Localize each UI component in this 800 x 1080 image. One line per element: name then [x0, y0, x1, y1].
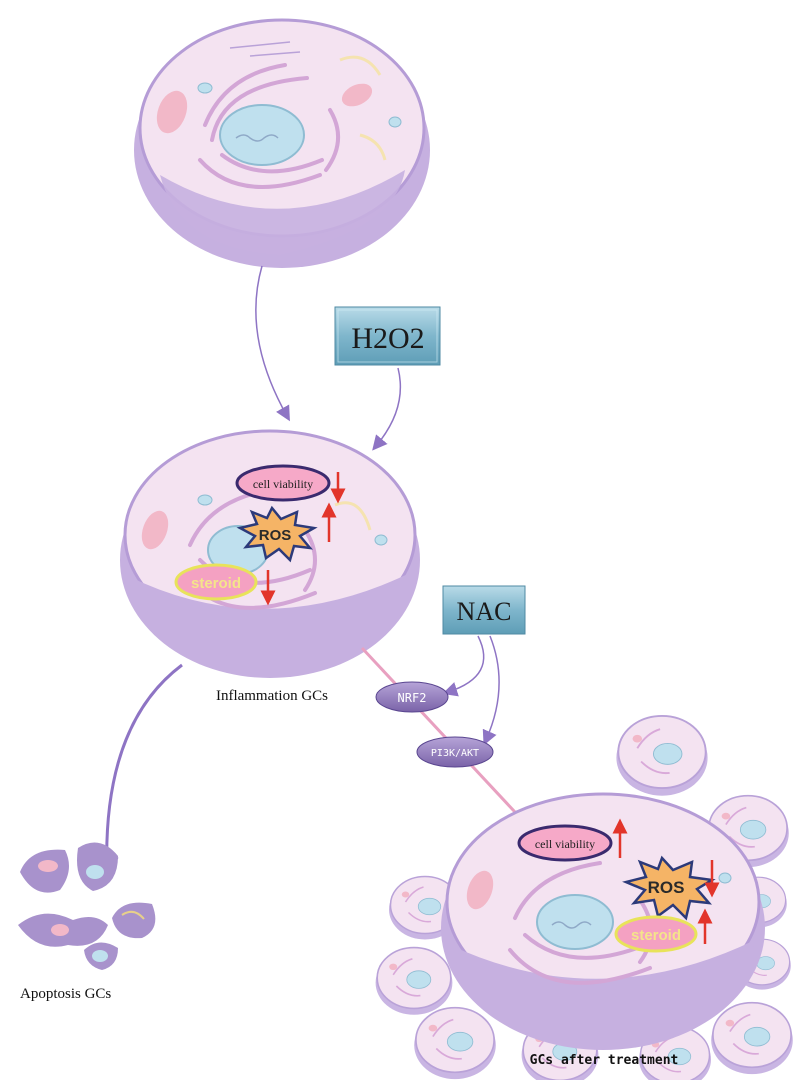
stimulus-box: H2O2	[334, 306, 441, 366]
treated-viability-label: cell viability	[535, 837, 595, 851]
inflamed-ros-label: ROS	[259, 527, 292, 544]
pathway-pill-pi3k-akt: PI3K/AKT	[416, 736, 494, 768]
flow-arrow-inflamed-to-apoptosis	[94, 663, 183, 882]
treatment-arrow-pi3k	[482, 635, 500, 746]
pathway-pill-nrf2: NRF2	[375, 681, 449, 713]
apoptosis-fragments	[18, 842, 156, 970]
treated-viability-marker: cell viability	[517, 824, 613, 862]
inflamed-steroid-label: steroid	[191, 575, 241, 592]
apoptosis-label: Apoptosis GCs	[20, 986, 111, 1002]
treated-steroid-label: steroid	[631, 927, 681, 944]
treated-ros-label: ROS	[648, 878, 685, 897]
inflamed-viability-label: cell viability	[253, 477, 313, 491]
treated-steroid-marker: steroid	[614, 915, 698, 953]
treatment-label: NAC	[457, 597, 512, 626]
healthy-cell	[134, 18, 430, 268]
stimulus-label: H2O2	[351, 322, 424, 355]
inflamed-viability-marker: cell viability	[235, 464, 331, 502]
pathway-label-pi3k-akt: PI3K/AKT	[431, 748, 479, 759]
flow-arrow-healthy-to-inflamed	[255, 265, 290, 422]
pathway-label-nrf2: NRF2	[398, 691, 427, 705]
inflamed-ros-marker: ROS	[236, 505, 318, 563]
inflamed-cell-label: Inflammation GCs	[216, 688, 328, 704]
treatment-arrow-nrf2	[442, 635, 485, 697]
treated-cell-label: GCs after treatment	[530, 1053, 679, 1068]
treated-ros-marker: ROS	[622, 855, 716, 921]
inflamed-steroid-marker: steroid	[174, 563, 258, 601]
stimulus-arrow	[372, 367, 402, 451]
treatment-box: NAC	[442, 585, 526, 635]
